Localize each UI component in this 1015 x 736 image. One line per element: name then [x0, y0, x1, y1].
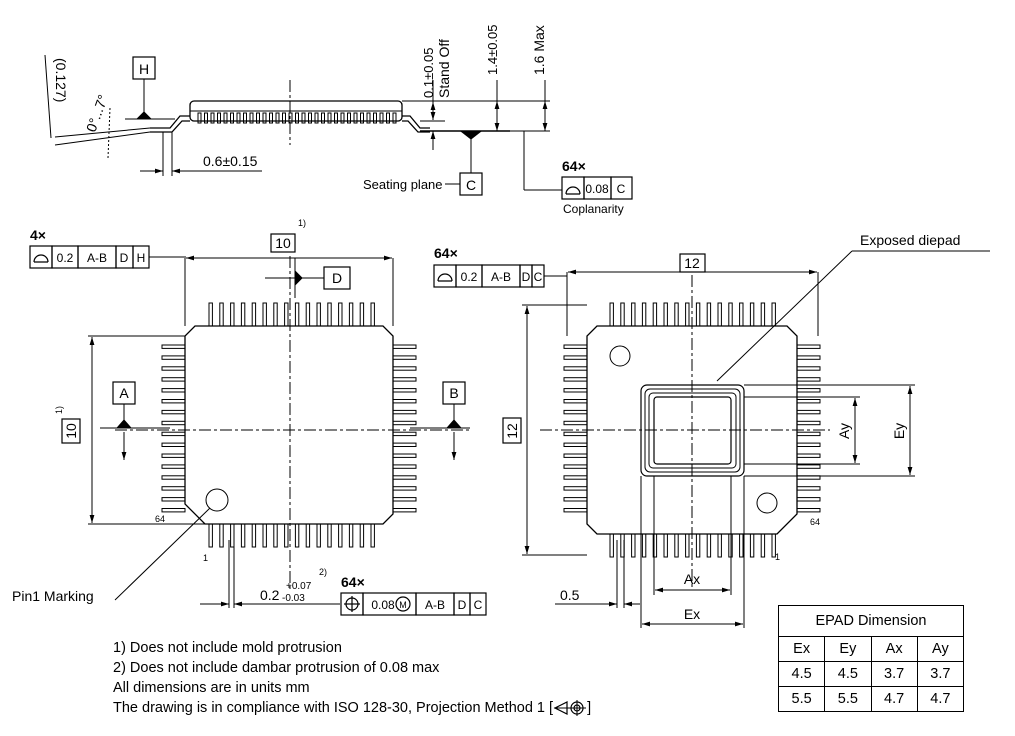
datum-a-label: A: [119, 385, 129, 401]
epad-header-ey: Ey: [824, 636, 872, 662]
note-4-suffix: ]: [587, 700, 592, 716]
note-1: 1) Does not include mold protrusion: [113, 640, 342, 656]
position-cell-0: 0.08: [371, 598, 395, 612]
pitch-tol-plus: +0.07: [286, 581, 312, 592]
notes: 1) Does not include mold protrusion 2) D…: [113, 638, 591, 718]
bottom-profile-cell-1: A-B: [491, 270, 511, 284]
table-row: 4.5 4.5 3.7 3.7: [777, 661, 965, 687]
body-height-label: 1.4±0.05: [485, 24, 500, 75]
bottom-profile-cell-2: D: [522, 270, 531, 284]
epad-cell: 4.7: [870, 686, 918, 712]
side-lead-left: [150, 115, 190, 129]
datum-d-label: D: [332, 270, 342, 286]
datum-b-label: B: [449, 385, 458, 401]
side-view-labels: H C (0.127) 0°...7° 0.1±0.05 Stand Off 1…: [53, 24, 626, 216]
epad-header-ex: Ex: [777, 636, 826, 662]
side-lead-right: [402, 115, 430, 129]
top-width-label: 10: [275, 235, 291, 251]
top-leads: [161, 302, 417, 548]
top-height-label: 10: [63, 423, 79, 439]
ay-label: Ay: [836, 423, 852, 439]
coplanarity-value: 0.08: [585, 182, 609, 196]
ey-label: Ey: [891, 423, 907, 439]
top-view: [29, 233, 487, 616]
position-cell-4: C: [474, 598, 483, 612]
pin1-dot: [205, 488, 229, 512]
position-count: 64×: [341, 574, 365, 590]
bottom-profile-cell-0: 0.2: [461, 270, 478, 284]
position-cell-1: M: [399, 600, 407, 610]
bottom-height-label: 12: [504, 423, 520, 439]
pitch-tol-minus: -0.03: [282, 593, 305, 604]
exposed-diepad-label: Exposed diepad: [860, 232, 960, 248]
foot-length-label: 0.6±0.15: [203, 153, 258, 169]
coplanarity-datum: C: [617, 182, 626, 196]
epad-header-ay: Ay: [916, 636, 965, 662]
top-width-note: 1): [298, 218, 306, 228]
bottom-pin64-label: 64: [810, 517, 820, 527]
position-cell-2: A-B: [425, 598, 445, 612]
epad-cell: 4.5: [824, 661, 872, 687]
ax-label: Ax: [684, 571, 700, 587]
epad-cell: 5.5: [777, 686, 826, 712]
top-height-note: 1): [54, 406, 64, 414]
pitch-value-label: 0.2: [260, 587, 280, 603]
epad-cell: 4.5: [777, 661, 826, 687]
top-profile-cell-3: H: [137, 251, 146, 265]
top-pin64-label: 64: [155, 514, 165, 524]
top-profile-cell-0: 0.2: [57, 251, 74, 265]
datum-h-label: H: [139, 61, 149, 77]
pin1-marking-label: Pin1 Marking: [12, 588, 94, 604]
note-4: The drawing is in compliance with ISO 12…: [113, 698, 591, 718]
position-cell-3: D: [458, 598, 467, 612]
angle-small-label: (0.127): [53, 58, 69, 102]
note-3: All dimensions are in units mm: [113, 680, 310, 696]
angle-range-label: 0°...7°: [83, 92, 111, 134]
top-body: [184, 325, 394, 525]
ex-label: Ex: [684, 606, 700, 622]
bottom-view-labels: 64× 0.2 A-B D C 12 12 Exposed diepad Ay …: [434, 232, 960, 622]
standoff-label: Stand Off: [436, 39, 452, 98]
bottom-profile-cell-3: C: [534, 270, 543, 284]
pitch-note: 2): [319, 567, 327, 577]
bottom-width-label: 12: [684, 255, 700, 271]
bottom-view: [433, 250, 990, 628]
coplanarity-count: 64×: [562, 158, 586, 174]
epad-table-title: EPAD Dimension: [778, 605, 964, 637]
note-2: 2) Does not include dambar protrusion of…: [113, 660, 440, 676]
side-view: [44, 54, 633, 200]
epad-cell: 5.5: [824, 686, 872, 712]
seating-plane-label: Seating plane: [363, 177, 443, 192]
bottom-profile-count: 64×: [434, 245, 458, 261]
epad-header-ax: Ax: [870, 636, 918, 662]
projection-method-icon: [553, 700, 587, 717]
epad-cell: 3.7: [870, 661, 918, 687]
note-4-text: The drawing is in compliance with ISO 12…: [113, 700, 554, 716]
top-view-labels: 4× 0.2 A-B D H 10 1) 10 1) D A B 64 1 Pi…: [12, 218, 483, 612]
top-profile-cell-1: A-B: [87, 251, 107, 265]
top-profile-count: 4×: [30, 227, 46, 243]
bottom-body: [586, 325, 798, 535]
bottom-pitch-label: 0.5: [560, 587, 580, 603]
standoff-value-label: 0.1±0.05: [421, 47, 436, 98]
epad-cell: 4.7: [916, 686, 965, 712]
side-leads: [197, 112, 397, 124]
datum-c-label: C: [466, 177, 476, 193]
table-row: 5.5 5.5 4.7 4.7: [777, 686, 965, 712]
top-pin1-label: 1: [203, 553, 208, 563]
bottom-pin1-label: 1: [775, 552, 780, 562]
top-profile-cell-2: D: [120, 251, 129, 265]
max-height-label: 1.6 Max: [531, 25, 547, 75]
epad-dimension-table: EPAD Dimension Ex Ey Ax Ay 4.5 4.5 3.7 3…: [777, 605, 965, 712]
epad-cell: 3.7: [916, 661, 965, 687]
coplanarity-label: Coplanarity: [563, 202, 624, 216]
